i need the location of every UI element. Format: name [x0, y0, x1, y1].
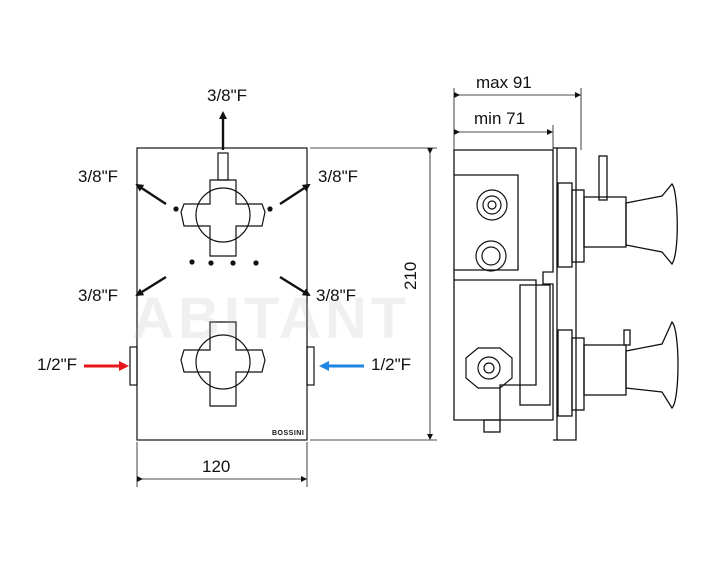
- watermark: ABITANT: [132, 286, 411, 351]
- label-lower-right-outlet: 3/8"F: [316, 286, 357, 305]
- depth-dimensions: [453, 88, 582, 150]
- right-inlet-stub: [306, 346, 315, 386]
- upper-side-handle: [625, 183, 678, 266]
- label-max-depth: max 91: [476, 73, 532, 92]
- height-dimension: [310, 147, 437, 441]
- bottom-nut: [483, 419, 501, 433]
- lower-cross-handle: [180, 321, 266, 407]
- front-plate: [553, 147, 558, 441]
- arrow-upper-right: [279, 183, 311, 206]
- side-ports: [465, 189, 513, 389]
- label-top-outlet: 3/8"F: [207, 86, 248, 105]
- label-width-dimension: 120: [202, 457, 231, 476]
- label-cold-inlet: 1/2"F: [371, 355, 412, 374]
- label-hot-inlet: 1/2"F: [37, 355, 78, 374]
- upper-cross-handle: [180, 152, 266, 257]
- width-dimension: [136, 442, 308, 487]
- arrow-lower-left: [135, 275, 167, 297]
- label-lower-left-outlet: 3/8"F: [78, 286, 119, 305]
- label-upper-right-outlet: 3/8"F: [318, 167, 359, 186]
- label-height-dimension: 210: [401, 261, 420, 290]
- lower-side-handle: [625, 320, 679, 410]
- brand-mark: BOSSINI: [272, 430, 305, 437]
- outlet-markers: [173, 206, 273, 266]
- arrow-upper-left: [135, 183, 167, 206]
- label-upper-left-outlet: 3/8"F: [78, 167, 119, 186]
- left-inlet-stub: [129, 346, 138, 386]
- arrow-lower-right: [279, 275, 311, 297]
- label-min-depth: min 71: [474, 109, 526, 128]
- side-body-mid: [519, 284, 551, 406]
- side-view: [453, 147, 679, 441]
- outlet-arrows: [135, 111, 311, 297]
